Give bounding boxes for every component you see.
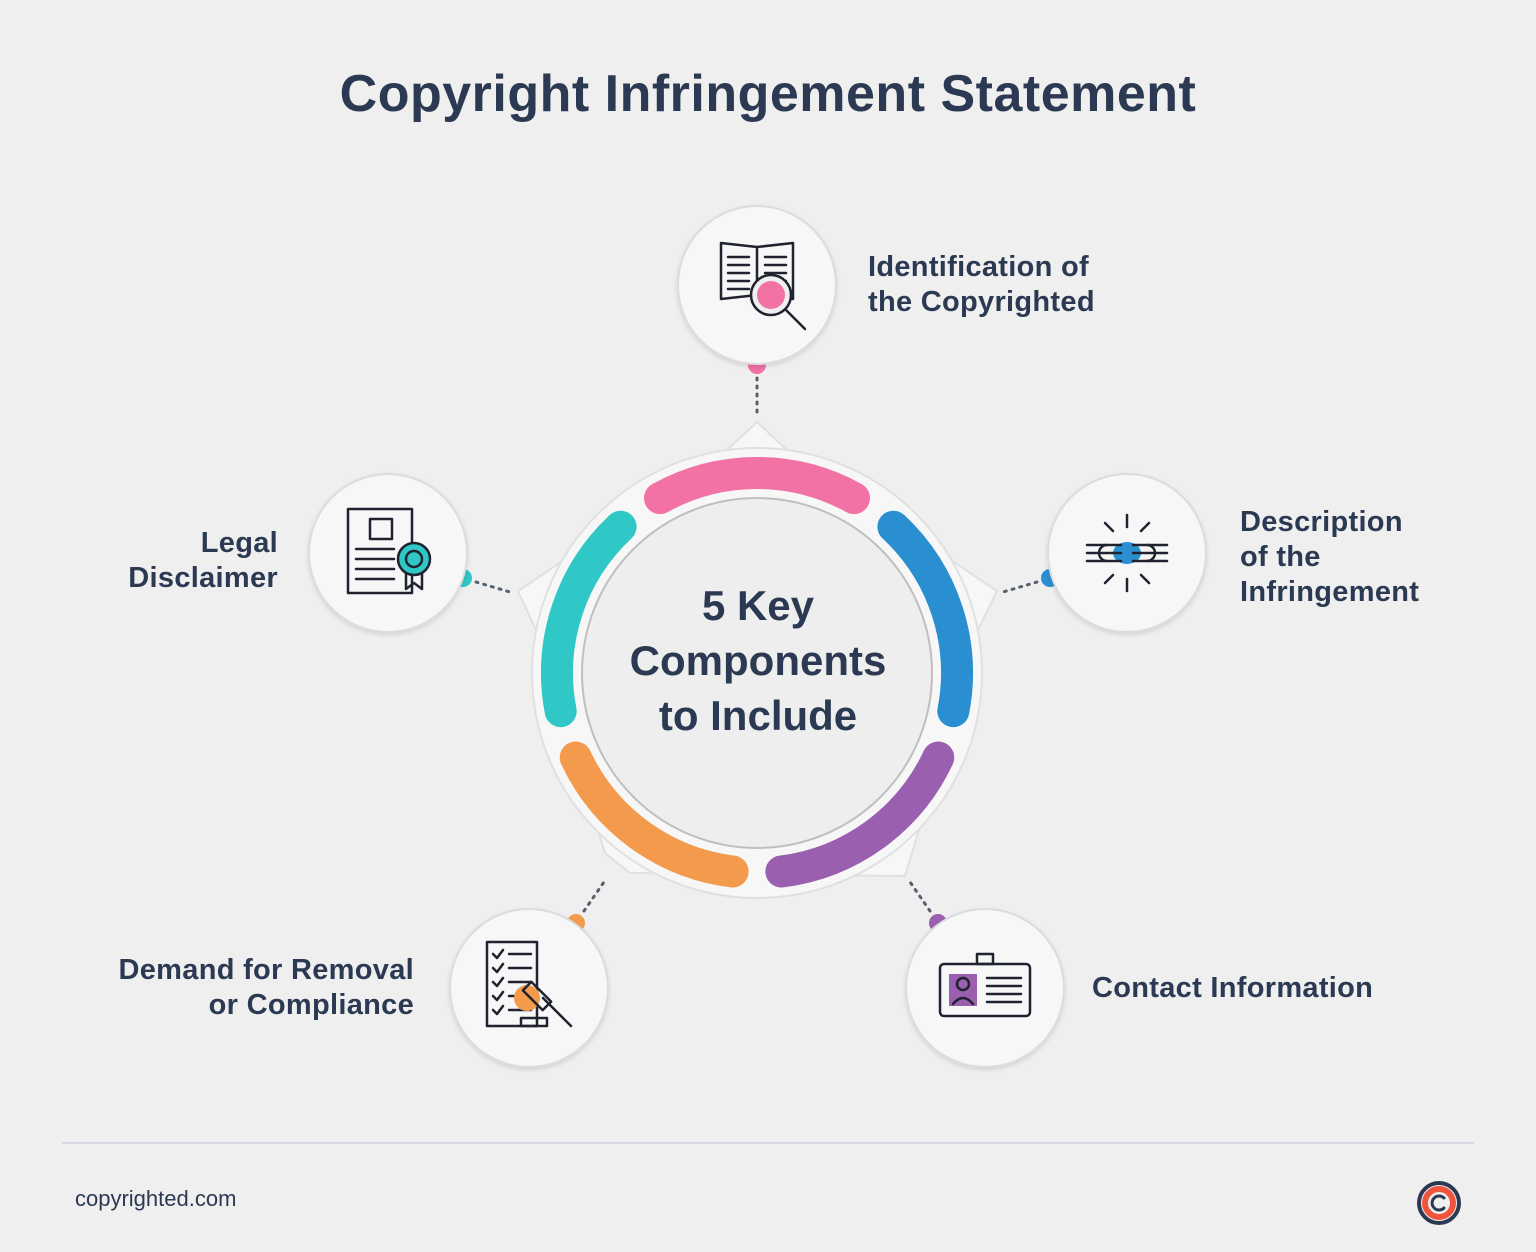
label-description: Description of the Infringement bbox=[1240, 505, 1419, 610]
label-contact-line-1: Contact Information bbox=[1092, 972, 1374, 1004]
node-demand bbox=[449, 908, 609, 1068]
connector-legal bbox=[474, 580, 512, 594]
page-title: Copyright Infringement Statement bbox=[339, 65, 1197, 123]
node-identification bbox=[677, 205, 837, 365]
broken-chain-icon bbox=[1085, 513, 1169, 593]
arc-description bbox=[877, 510, 973, 728]
label-identification-line-1: Identification of bbox=[868, 251, 1089, 283]
arc-demand bbox=[559, 741, 749, 888]
label-description-line-1: Description bbox=[1240, 506, 1403, 538]
center-line-3: to Include bbox=[658, 692, 858, 739]
footer-site-link[interactable]: copyrighted.com bbox=[75, 1186, 237, 1211]
label-contact: Contact Information bbox=[1092, 971, 1373, 1006]
label-legal: Legal Disclaimer bbox=[60, 526, 278, 596]
node-circle-contact bbox=[905, 908, 1065, 1068]
connector-contact bbox=[908, 880, 932, 913]
node-circle-legal bbox=[308, 473, 468, 633]
node-description bbox=[1047, 473, 1207, 633]
label-identification-line-2: the Copyrighted bbox=[868, 286, 1095, 318]
arc-contact bbox=[765, 741, 955, 888]
book-magnifier-icon bbox=[719, 241, 807, 331]
connector-description bbox=[1001, 580, 1039, 594]
label-legal-line-2: Disclaimer bbox=[128, 562, 278, 594]
label-demand-line-2: or Compliance bbox=[208, 989, 414, 1021]
connector-demand bbox=[582, 880, 606, 913]
footer-divider bbox=[62, 1142, 1474, 1144]
label-legal-line-1: Legal bbox=[200, 527, 278, 559]
copyright-logo-icon bbox=[1417, 1181, 1461, 1225]
id-card-icon bbox=[938, 952, 1032, 1018]
label-description-line-3: Infringement bbox=[1240, 576, 1420, 608]
hub-inner-circle bbox=[581, 497, 933, 849]
label-demand: Demand for Removal or Compliance bbox=[60, 953, 414, 1023]
center-line-2: Components bbox=[629, 637, 887, 684]
label-description-line-2: of the bbox=[1240, 541, 1321, 573]
label-demand-line-1: Demand for Removal bbox=[118, 954, 414, 986]
arc-identification bbox=[644, 457, 870, 515]
node-contact bbox=[905, 908, 1065, 1068]
label-identification: Identification of the Copyrighted bbox=[868, 250, 1095, 320]
checklist-gavel-icon bbox=[485, 940, 573, 1028]
arc-legal bbox=[541, 510, 637, 728]
certificate-document-icon bbox=[346, 507, 432, 595]
node-legal bbox=[308, 473, 468, 633]
center-heading: 5 Key Components to Include bbox=[608, 578, 908, 743]
center-line-1: 5 Key bbox=[701, 582, 815, 629]
